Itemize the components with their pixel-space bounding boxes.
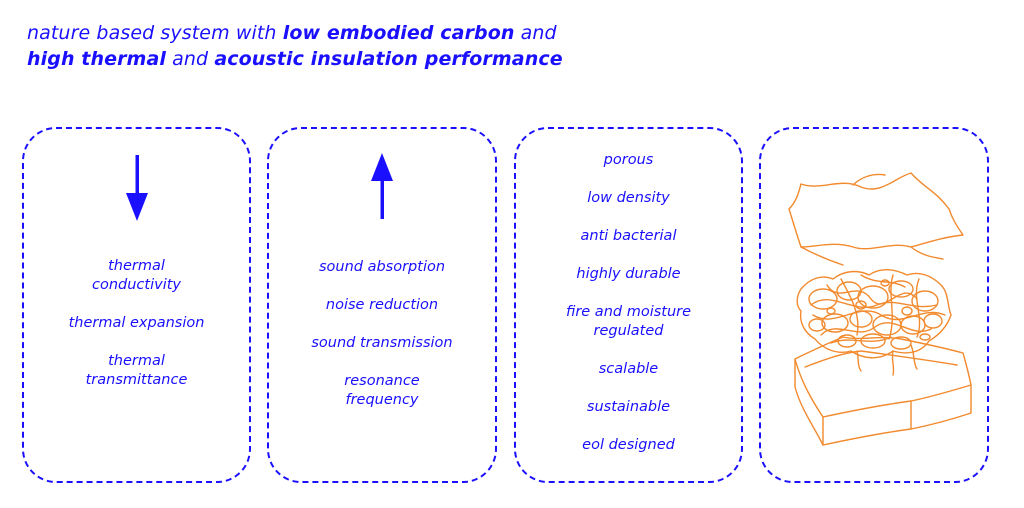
arrow-up-icon	[371, 153, 393, 219]
layered-material-sketch-icon	[788, 172, 972, 446]
list-item: sound transmission	[311, 335, 453, 351]
headline-text: and	[165, 48, 215, 70]
list-item: eol designed	[582, 437, 675, 453]
list-item: porous	[603, 152, 654, 168]
list-item: sound absorption	[318, 259, 446, 275]
headline-emphasis: acoustic insulation performance	[214, 48, 563, 70]
acoustic-panel: sound absorption noise reduction sound t…	[267, 127, 497, 483]
list-item: resonance frequency	[344, 373, 420, 408]
headline-emphasis: high thermal	[27, 48, 166, 70]
list-item: low density	[587, 190, 670, 206]
acoustic-property-list: sound absorption noise reduction sound t…	[269, 258, 495, 429]
arrow-down-icon	[125, 155, 148, 221]
headline-line-1: nature based system with low embodied ca…	[27, 20, 563, 46]
list-item: highly durable	[576, 266, 681, 282]
list-item: scalable	[598, 361, 659, 377]
thermal-panel: thermal conductivity thermal expansion t…	[22, 127, 251, 483]
list-item: thermal conductivity	[92, 258, 181, 293]
material-qualities-panel: porous low density anti bacterial highly…	[514, 127, 743, 483]
list-item: fire and moisture regulated	[565, 304, 692, 339]
headline-emphasis: low embodied carbon	[282, 22, 515, 44]
material-illustration-panel	[759, 127, 989, 483]
list-item: noise reduction	[325, 297, 439, 313]
list-item: thermal transmittance	[85, 353, 188, 388]
material-quality-list: porous low density anti bacterial highly…	[516, 151, 741, 474]
list-item: thermal expansion	[68, 315, 205, 331]
headline-line-2: high thermal and acoustic insulation per…	[27, 46, 563, 72]
list-item: sustainable	[586, 399, 671, 415]
thermal-property-list: thermal conductivity thermal expansion t…	[24, 257, 249, 409]
headline: nature based system with low embodied ca…	[27, 20, 563, 72]
list-item: anti bacterial	[580, 228, 677, 244]
headline-text: nature based system with	[27, 22, 283, 44]
headline-text: and	[514, 22, 557, 44]
